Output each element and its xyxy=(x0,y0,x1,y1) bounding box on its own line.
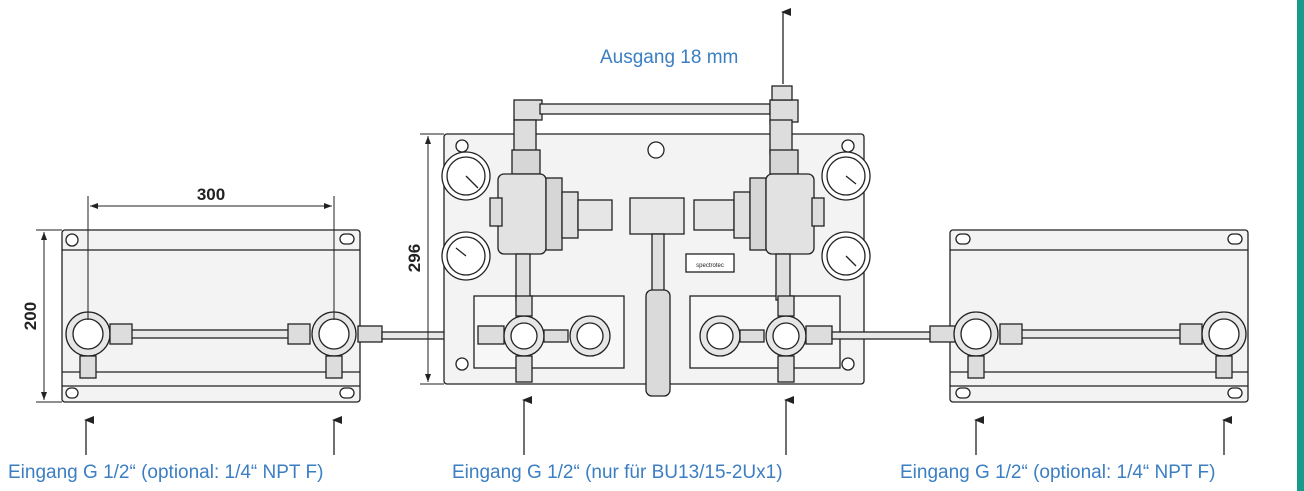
brand-plate-text: spectrotec xyxy=(696,263,724,269)
left-valve-a xyxy=(65,311,133,379)
output-label: Ausgang 18 mm xyxy=(600,47,739,68)
pipe-center-right xyxy=(831,331,943,340)
right-panel xyxy=(929,229,1249,403)
center-panel xyxy=(441,85,871,397)
handle-grip xyxy=(645,289,671,397)
input-label-right: Eingang G 1/2“ (optional: 1/4“ NPT F) xyxy=(900,462,1216,483)
brand-plate xyxy=(685,253,735,273)
center-valve-left xyxy=(477,295,611,383)
dimension-height-left: 200 xyxy=(21,302,40,330)
callout-arrows xyxy=(84,8,1232,455)
center-valve-right xyxy=(699,295,833,383)
right-regulator xyxy=(693,151,871,301)
dimension-width-left: 300 xyxy=(197,185,225,204)
right-valve-b xyxy=(1179,311,1247,379)
left-valve-b xyxy=(287,311,383,379)
left-regulator xyxy=(441,151,613,301)
left-panel xyxy=(61,229,383,403)
dimension-height-center: 296 xyxy=(405,244,424,272)
dimension-lines xyxy=(36,133,444,403)
handle-stem xyxy=(651,233,665,295)
input-label-center: Eingang G 1/2“ (nur für BU13/15-2Ux1) xyxy=(452,462,783,483)
right-accent-border xyxy=(1297,0,1304,491)
input-label-left: Eingang G 1/2“ (optional: 1/4“ NPT F) xyxy=(8,462,324,483)
right-valve-a xyxy=(929,311,1023,379)
